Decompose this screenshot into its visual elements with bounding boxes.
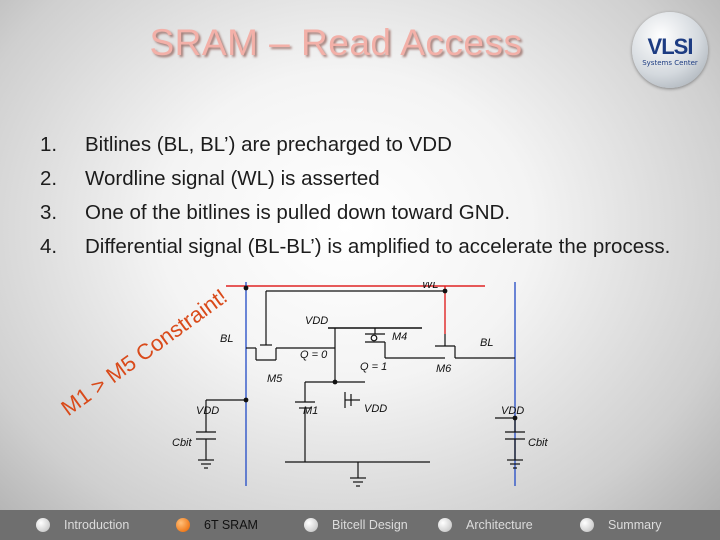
step-text: Differential signal (BL-BL’) is amplifie… bbox=[85, 235, 671, 258]
step-item: 1. Bitlines (BL, BL’) are precharged to … bbox=[40, 128, 680, 162]
nav-item-6t-sram[interactable]: 6T SRAM bbox=[176, 516, 258, 534]
step-number: 3. bbox=[40, 201, 58, 224]
logo-subtext: Systems Center bbox=[642, 59, 698, 67]
step-item: 3. One of the bitlines is pulled down to… bbox=[40, 196, 680, 230]
label-vdd-mid: VDD bbox=[364, 403, 387, 415]
step-text: Wordline signal (WL) is asserted bbox=[85, 167, 380, 190]
label-bl-bar: BL bbox=[220, 333, 233, 345]
nav-bullet-icon bbox=[304, 518, 318, 532]
label-bl: BL bbox=[480, 337, 493, 349]
slide-navigation-bar: Introduction 6T SRAM Bitcell Design Arch… bbox=[0, 510, 720, 540]
nav-label: Introduction bbox=[64, 518, 130, 532]
vlsi-logo: VLSI Systems Center bbox=[632, 12, 708, 88]
nav-item-bitcell-design[interactable]: Bitcell Design bbox=[304, 516, 408, 534]
sram-read-circuit: WL VDD BL BL M4 Q = 0 Q = 1 M5 M6 M1 VDD… bbox=[172, 282, 549, 487]
label-q-bar: Q = 0 bbox=[300, 349, 328, 361]
wordline-tap-dot bbox=[442, 288, 448, 294]
step-number: 4. bbox=[40, 235, 58, 258]
step-number: 1. bbox=[40, 133, 58, 156]
step-number: 2. bbox=[40, 167, 58, 190]
step-item: 4. Differential signal (BL-BL’) is ampli… bbox=[40, 230, 680, 264]
q-node-dot bbox=[332, 379, 338, 385]
label-vdd-right: VDD bbox=[501, 405, 524, 417]
wordline-bl-bar-dot bbox=[243, 285, 249, 291]
step-item: 2. Wordline signal (WL) is asserted bbox=[40, 162, 680, 196]
bl-cap-dot bbox=[512, 415, 518, 421]
label-q: Q = 1 bbox=[360, 361, 387, 373]
label-m6: M6 bbox=[436, 363, 452, 375]
label-wl: WL bbox=[422, 282, 439, 291]
label-cbit-left: Cbit bbox=[172, 437, 193, 449]
label-vdd-top: VDD bbox=[305, 315, 328, 327]
nav-bullet-icon bbox=[176, 518, 190, 532]
slide-title: SRAM – Read Access bbox=[149, 22, 523, 63]
nav-item-architecture[interactable]: Architecture bbox=[438, 516, 533, 534]
nav-bullet-icon bbox=[580, 518, 594, 532]
nav-item-introduction[interactable]: Introduction bbox=[36, 516, 130, 534]
nav-label: Architecture bbox=[466, 518, 533, 532]
nav-item-summary[interactable]: Summary bbox=[580, 516, 662, 534]
label-m4: M4 bbox=[392, 331, 407, 343]
nav-label: 6T SRAM bbox=[204, 518, 258, 532]
logo-text: VLSI bbox=[647, 34, 694, 59]
label-m1: M1 bbox=[303, 405, 318, 417]
step-text: Bitlines (BL, BL’) are precharged to VDD bbox=[85, 133, 452, 156]
nav-label: Bitcell Design bbox=[332, 518, 408, 532]
label-m5: M5 bbox=[267, 373, 283, 385]
label-vdd-left: VDD bbox=[196, 405, 219, 417]
nav-bullet-icon bbox=[36, 518, 50, 532]
bl-bar-cap-dot bbox=[243, 397, 249, 403]
nav-bullet-icon bbox=[438, 518, 452, 532]
nav-label: Summary bbox=[608, 518, 662, 532]
step-text: One of the bitlines is pulled down towar… bbox=[85, 201, 511, 224]
label-cbit-right: Cbit bbox=[528, 437, 549, 449]
read-steps-list: 1. Bitlines (BL, BL’) are precharged to … bbox=[40, 128, 680, 264]
